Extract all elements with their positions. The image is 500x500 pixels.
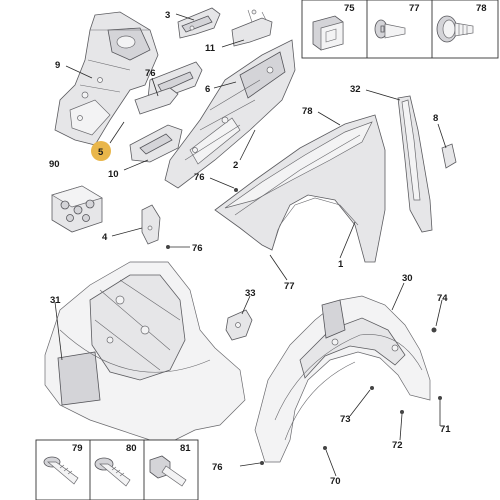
part-2-upper-rail	[164, 39, 296, 189]
callout-10: 10	[108, 169, 119, 180]
part-31-wheel-arch-liner	[44, 261, 246, 441]
callout-77: 77	[284, 281, 295, 292]
washer-bolt-icon	[94, 457, 131, 487]
bottom-fastener-box: 79 80 81	[35, 439, 199, 500]
callout-32: 32	[350, 84, 361, 95]
callout-76: 76	[192, 243, 203, 254]
callout-70: 70	[330, 476, 341, 487]
callout-78: 78	[302, 106, 313, 117]
part-30-wheel-arch-liner	[254, 295, 431, 463]
box-label-75: 75	[344, 3, 355, 14]
callout-5-highlight	[91, 141, 111, 161]
callout-71: 71	[440, 424, 451, 435]
screw-icon	[436, 15, 474, 43]
box-label-80: 80	[126, 443, 137, 454]
callout-30: 30	[402, 273, 413, 284]
callout-76: 76	[145, 68, 156, 79]
part-33-bracket	[225, 309, 253, 341]
callout-4: 4	[102, 232, 108, 243]
callout-11: 11	[205, 43, 216, 54]
fastener-dots	[166, 188, 442, 465]
part-11-bracket	[231, 9, 273, 47]
callout-2: 2	[233, 160, 238, 171]
callout-74: 74	[437, 293, 448, 304]
part-3-bracket	[177, 7, 221, 39]
callout-8: 8	[433, 113, 438, 124]
callout-73: 73	[340, 414, 351, 425]
clip-nut-icon	[312, 15, 344, 51]
callout-1: 1	[338, 259, 344, 270]
callout-90: 90	[49, 159, 60, 170]
callout-76: 76	[194, 172, 205, 183]
callout-31: 31	[50, 295, 61, 306]
part-10-bracket	[129, 124, 183, 163]
part-90-clip-kit	[51, 185, 103, 233]
part-76-small-rail	[134, 87, 179, 115]
part-9-inner-structure	[54, 11, 159, 146]
callout-9: 9	[55, 60, 60, 71]
callout-labels: 3 9 11 76 6 78 32 8 5 2 90 10 76 4 76 1 …	[49, 10, 451, 487]
part-32-fender-strip	[397, 95, 433, 233]
stud-nut-icon	[149, 455, 187, 487]
part-1-front-fender	[214, 114, 386, 263]
callout-72: 72	[392, 440, 403, 451]
callout-5: 5	[98, 147, 104, 158]
box-label-78: 78	[476, 3, 487, 14]
box-label-81: 81	[180, 443, 191, 454]
callout-3: 3	[165, 10, 170, 21]
bolt-icon	[43, 456, 79, 485]
push-rivet-icon	[374, 19, 406, 39]
box-label-79: 79	[72, 443, 83, 454]
part-8-clip	[441, 143, 457, 169]
box-label-77: 77	[409, 3, 420, 14]
part-4-bracket	[141, 204, 161, 245]
callout-6: 6	[205, 84, 210, 95]
callout-33: 33	[245, 288, 256, 299]
top-fastener-box: 75 77 78	[301, 0, 499, 59]
leader-lines	[54, 13, 447, 477]
callout-76: 76	[212, 462, 223, 473]
